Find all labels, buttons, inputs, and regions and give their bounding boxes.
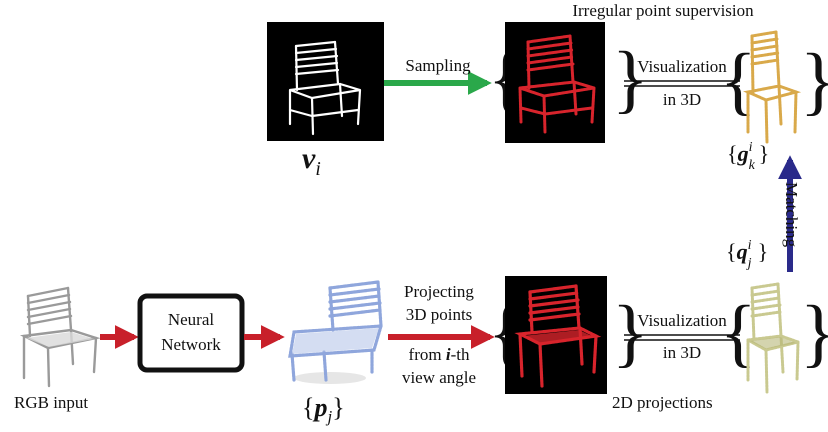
visualization-double-line-top <box>624 80 740 87</box>
predicted-point-chair <box>288 280 384 384</box>
symbol-v-i: vi <box>302 142 321 180</box>
projecting-label-4: view angle <box>401 368 477 387</box>
projecting-label-2: 3D points <box>405 305 473 324</box>
rgb-input-label: RGB input <box>14 393 89 412</box>
projecting-label-3: from i-th <box>408 345 470 364</box>
in-3d-bottom-label: in 3D <box>662 343 702 362</box>
projecting-label-1: Projecting <box>404 282 474 301</box>
brace-right-olive: } <box>800 291 828 375</box>
irregular-point-supervision-title: Irregular point supervision <box>572 1 754 20</box>
in-3d-top-label: in 3D <box>662 90 702 109</box>
olive-point-chair <box>743 282 804 394</box>
brace-right-bottom: } <box>612 291 648 375</box>
matching-label-wrap: Matching <box>782 174 828 264</box>
visualization-bottom-label: Visualization <box>637 311 727 330</box>
matching-label: Matching <box>782 182 801 248</box>
gold-point-chair <box>743 30 802 144</box>
visualization-top-label: Visualization <box>637 57 727 76</box>
neural-network-label-1: Neural <box>167 310 215 329</box>
brace-right-gold: } <box>800 39 828 123</box>
symbol-p-set: {pj} <box>302 393 345 427</box>
neural-network-box <box>137 293 245 373</box>
brace-left-olive: { <box>720 291 756 375</box>
2d-projections-label: 2D projections <box>612 393 713 412</box>
projection-image <box>505 276 607 394</box>
voxel-chair-image <box>267 22 384 141</box>
rgb-input-chair <box>19 286 101 388</box>
neural-network-label-2: Network <box>161 335 221 354</box>
brace-right-top: } <box>612 37 648 121</box>
visualization-double-line-bottom <box>624 334 740 341</box>
brace-left-gold: { <box>720 39 756 123</box>
sampled-points-image <box>505 22 605 143</box>
sampling-label: Sampling <box>405 56 471 75</box>
